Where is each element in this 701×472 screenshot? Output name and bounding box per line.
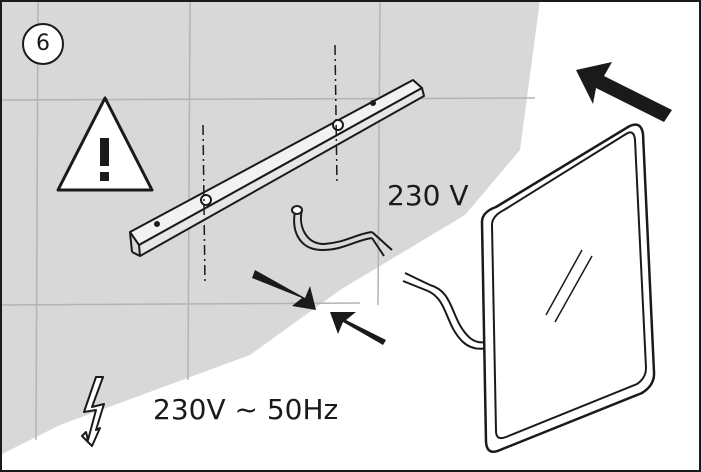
warning-triangle-icon <box>56 96 154 192</box>
wall-tile-grid <box>0 0 536 441</box>
cable-voltage-label: 230 V <box>387 179 469 212</box>
drill-axis-lines <box>202 44 338 286</box>
step-circle <box>22 23 64 65</box>
arrow-icon <box>252 270 316 310</box>
step-number: 6 <box>36 31 50 56</box>
mains-supply-label: 230V ~ 50Hz <box>153 393 339 426</box>
connection-arrows <box>252 270 386 345</box>
wall-cable <box>291 205 393 257</box>
lightning-bolt-icon <box>81 376 105 447</box>
arrow-icon <box>330 312 386 345</box>
mirror <box>480 123 656 453</box>
mounting-bracket <box>129 79 425 257</box>
wall-area <box>0 0 540 455</box>
direction-arrow-icon <box>576 62 672 122</box>
